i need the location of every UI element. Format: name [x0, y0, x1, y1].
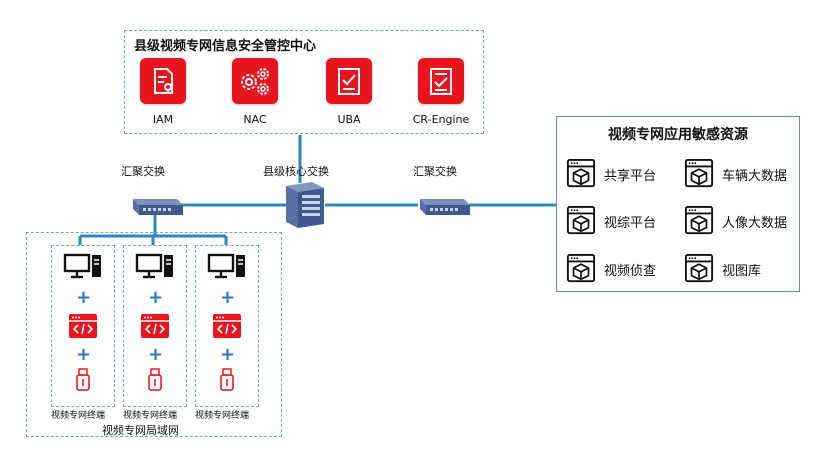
code-window-icon	[141, 314, 169, 338]
resource-label: 车辆大数据	[722, 169, 788, 184]
app-window-box-icon	[684, 158, 714, 188]
app-window-box-icon	[684, 205, 714, 235]
right-aggregation-switch-label: 汇聚交换	[413, 165, 457, 178]
resource-label: 共享平台	[604, 169, 657, 184]
resource-item-view-library[interactable]: 视图库	[684, 252, 796, 286]
lan-title: 视频专网局域网	[102, 424, 179, 437]
cr-engine-label: CR-Engine	[412, 113, 470, 126]
computer-icon[interactable]	[63, 253, 103, 279]
resource-item-vehicle-big-data[interactable]: 车辆大数据	[684, 157, 796, 191]
code-window-icon	[213, 314, 241, 338]
resource-label: 视综平台	[604, 216, 657, 231]
computer-icon[interactable]	[207, 253, 247, 279]
sensitive-resources-panel	[556, 116, 800, 292]
usb-key-icon	[76, 368, 90, 391]
plus-icon: +	[76, 344, 92, 365]
resource-item-shared-platform[interactable]: 共享平台	[566, 157, 678, 191]
iam-label: IAM	[152, 113, 174, 126]
left-aggregation-switch-icon[interactable]	[125, 193, 185, 221]
document-check-icon	[430, 68, 452, 95]
terminal-group	[51, 245, 115, 407]
app-window-box-icon	[566, 253, 596, 283]
terminal-group	[195, 245, 259, 407]
nac-label: NAC	[243, 113, 267, 126]
resource-item-video-investigation[interactable]: 视频侦查	[566, 252, 678, 286]
terminal-label: 视频专网终端	[195, 411, 250, 421]
app-window-box-icon	[566, 205, 596, 235]
resource-label: 人像大数据	[722, 216, 788, 231]
plus-icon: +	[148, 344, 164, 365]
app-window-box-icon	[684, 253, 714, 283]
security-center-panel	[124, 30, 484, 134]
resource-label: 视频侦查	[604, 264, 657, 279]
uba-label: UBA	[337, 113, 361, 126]
cr-engine-module[interactable]	[418, 58, 464, 104]
resource-item-video-integration-platform[interactable]: 视综平台	[566, 204, 678, 238]
clipboard-check-icon	[338, 68, 360, 95]
terminal-label: 视频专网终端	[51, 411, 106, 421]
plus-icon: +	[220, 287, 236, 308]
usb-key-icon	[148, 368, 162, 391]
iam-module[interactable]	[140, 58, 186, 104]
right-aggregation-switch-icon[interactable]	[412, 193, 472, 221]
plus-icon: +	[220, 344, 236, 365]
app-window-box-icon	[566, 158, 596, 188]
terminal-group	[123, 245, 187, 407]
nac-module[interactable]	[232, 58, 278, 104]
resource-item-portrait-big-data[interactable]: 人像大数据	[684, 204, 796, 238]
uba-module[interactable]	[326, 58, 372, 104]
document-key-icon	[154, 68, 173, 94]
terminal-label: 视频专网终端	[123, 411, 178, 421]
code-window-icon	[69, 314, 97, 338]
core-switch-label: 县级核心交换	[263, 165, 329, 178]
plus-icon: +	[148, 287, 164, 308]
usb-key-icon	[220, 368, 234, 391]
security-center-title: 县级视频专网信息安全管控中心	[134, 39, 317, 54]
sensitive-resources-title: 视频专网应用敏感资源	[608, 127, 748, 143]
gears-icon	[241, 68, 269, 95]
core-switch-icon[interactable]	[282, 180, 328, 230]
plus-icon: +	[76, 287, 92, 308]
computer-icon[interactable]	[135, 253, 175, 279]
resource-label: 视图库	[722, 264, 762, 279]
lan-panel	[26, 232, 282, 437]
left-aggregation-switch-label: 汇聚交换	[121, 165, 165, 178]
